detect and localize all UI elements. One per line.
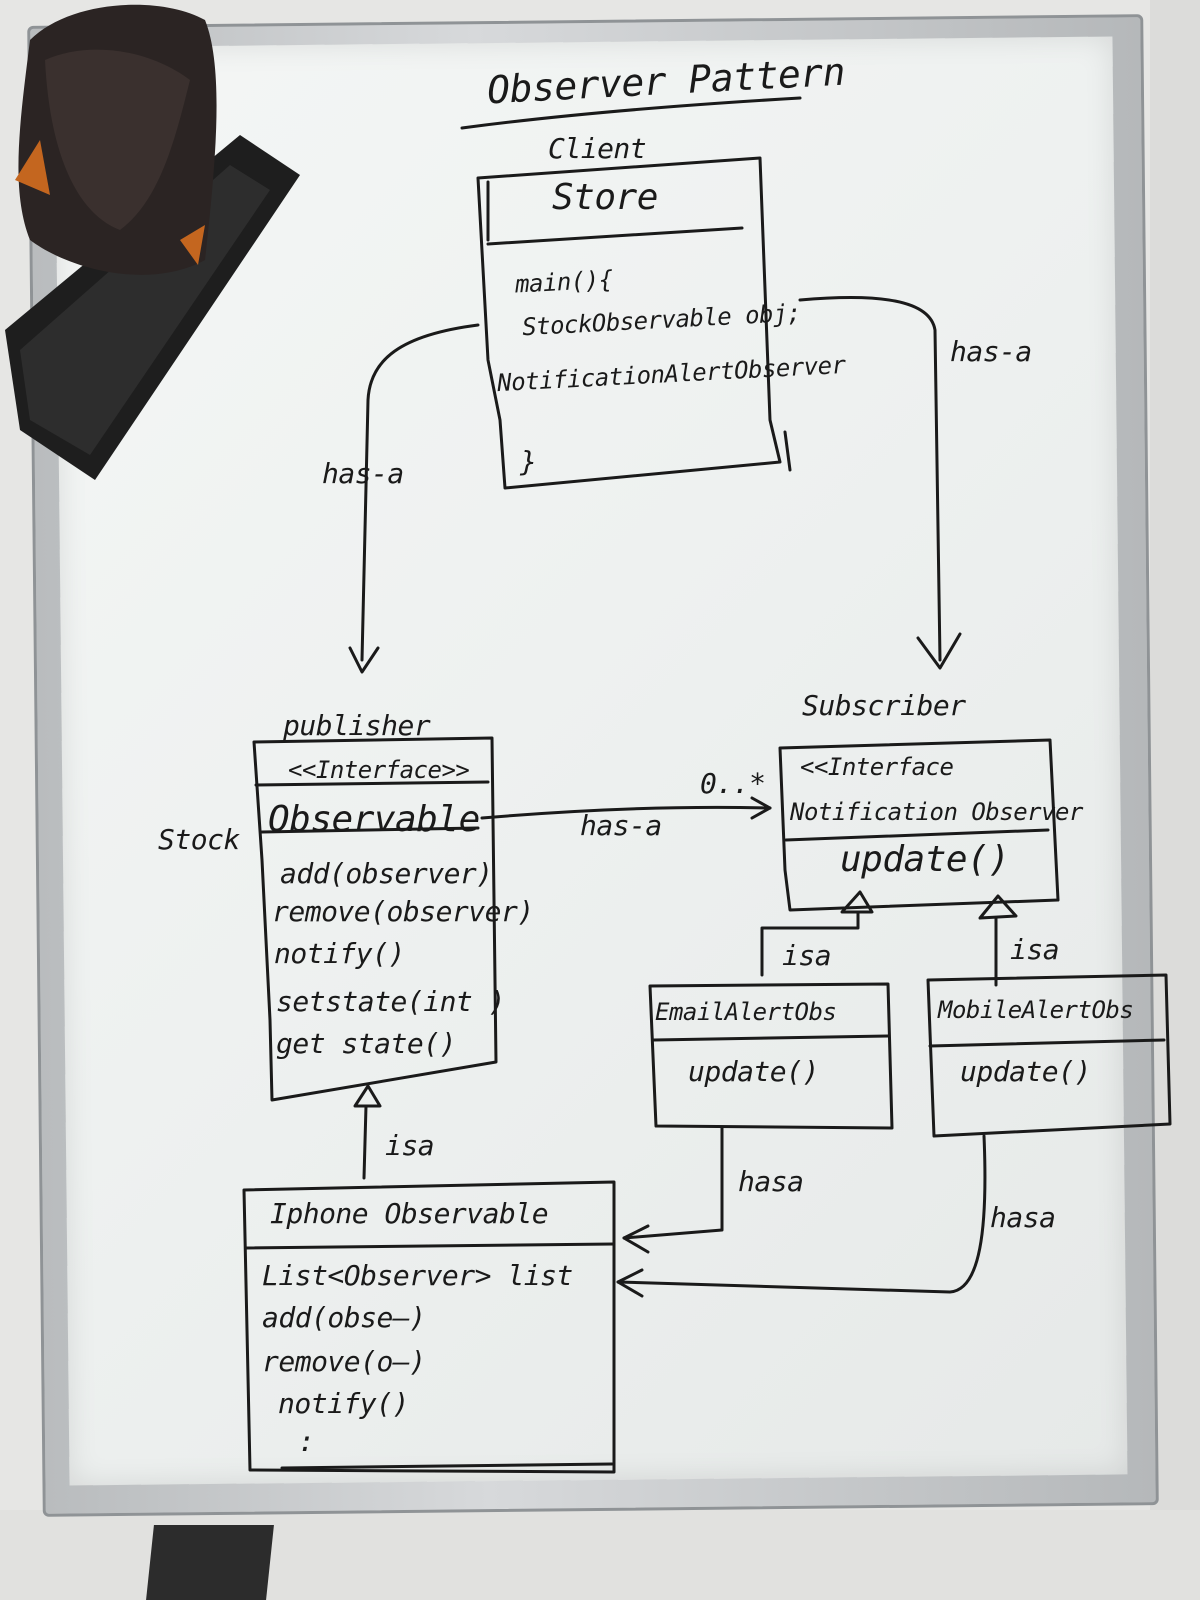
store-box: [476, 156, 782, 490]
publisher-interface-name: Observable: [268, 799, 480, 840]
observable-divider-1: [254, 780, 490, 787]
multiplicity-label: 0..*: [700, 767, 766, 800]
email-class-name: EmailAlertObs: [655, 998, 837, 1026]
mobile-divider: [928, 1038, 1166, 1048]
iphone-bottom: [280, 1462, 614, 1470]
isa-triangle-subscriber-right: [978, 894, 1018, 920]
publisher-method-5: get state(): [276, 1027, 456, 1060]
store-body-line-1: main(){: [514, 265, 614, 299]
isa-label-email: isa: [782, 939, 832, 972]
iphone-member-2: add(obse—): [262, 1301, 426, 1334]
isa-label-mobile: isa: [1010, 933, 1060, 966]
iphone-divider: [244, 1242, 616, 1250]
publisher-method-2: remove(observer): [272, 895, 534, 928]
observable-box: [252, 736, 498, 1102]
arrow-head-has-a: [750, 796, 772, 820]
publisher-method-3: notify(): [274, 937, 405, 970]
publisher-stereotype: <<Interface>>: [288, 756, 470, 784]
relation-label-mobile-iphone: hasa: [990, 1201, 1056, 1234]
arrow-head-subscriber: [916, 632, 962, 670]
iphone-member-1: List<Observer> list: [262, 1259, 573, 1292]
mobile-class-name: MobileAlertObs: [938, 996, 1134, 1024]
subscriber-stereotype: <<Interface: [800, 753, 954, 781]
subscriber-method-1: update(): [840, 839, 1010, 880]
iphone-member-3: remove(o—): [262, 1345, 426, 1378]
store-role-label: Client: [548, 132, 647, 165]
arrow-head-mobile: [616, 1268, 644, 1298]
isa-line-publisher: [362, 1104, 368, 1180]
arrow-head-publisher: [348, 646, 380, 674]
iphone-member-5: :: [298, 1425, 315, 1458]
mobile-box: [926, 973, 1172, 1138]
arrow-head-email: [622, 1224, 650, 1254]
subscriber-interface-name: Notification Observer: [790, 798, 1083, 826]
publisher-method-1: add(observer): [280, 857, 493, 890]
relation-label-observable-subscriber: has-a: [580, 809, 662, 842]
connector-store-subscriber: [798, 296, 942, 662]
store-closing-stroke: [783, 430, 792, 472]
store-class-name: Store: [552, 177, 658, 218]
eraser-icon: [5, 4, 300, 480]
isa-label-publisher: isa: [385, 1129, 435, 1162]
relation-label-store-publisher: has-a: [322, 457, 404, 490]
email-divider: [652, 1034, 890, 1042]
background-floor: [1150, 0, 1200, 1600]
observable-divider-2: [260, 826, 480, 834]
email-box: [648, 982, 894, 1130]
publisher-method-4: setstate(int ): [276, 985, 506, 1018]
notification-divider: [784, 828, 1050, 842]
connector-mobile-iphone: [616, 1134, 987, 1294]
iphone-box: [242, 1180, 616, 1474]
iphone-class-name: Iphone Observable: [270, 1197, 549, 1230]
publisher-role-label: publisher: [283, 709, 431, 742]
iphone-member-4: notify(): [278, 1387, 409, 1420]
connector-email-iphone: [622, 1126, 724, 1240]
title-underline: [460, 96, 802, 130]
relation-label-store-subscriber: has-a: [950, 335, 1032, 368]
relation-label-email-iphone: hasa: [738, 1165, 804, 1198]
isa-line-email: [760, 910, 860, 977]
store-body-line-4: }: [520, 445, 537, 478]
subscriber-role-label: Subscriber: [802, 689, 966, 722]
isa-triangle-publisher: [353, 1084, 382, 1108]
notification-box: [778, 738, 1060, 912]
mobile-method-1: update(): [960, 1055, 1091, 1088]
publisher-prefix: Stock: [158, 823, 240, 856]
connector-observable-subscriber: [480, 805, 772, 820]
store-divider: [486, 226, 744, 246]
connector-store-publisher: [360, 323, 480, 662]
email-method-1: update(): [688, 1055, 819, 1088]
